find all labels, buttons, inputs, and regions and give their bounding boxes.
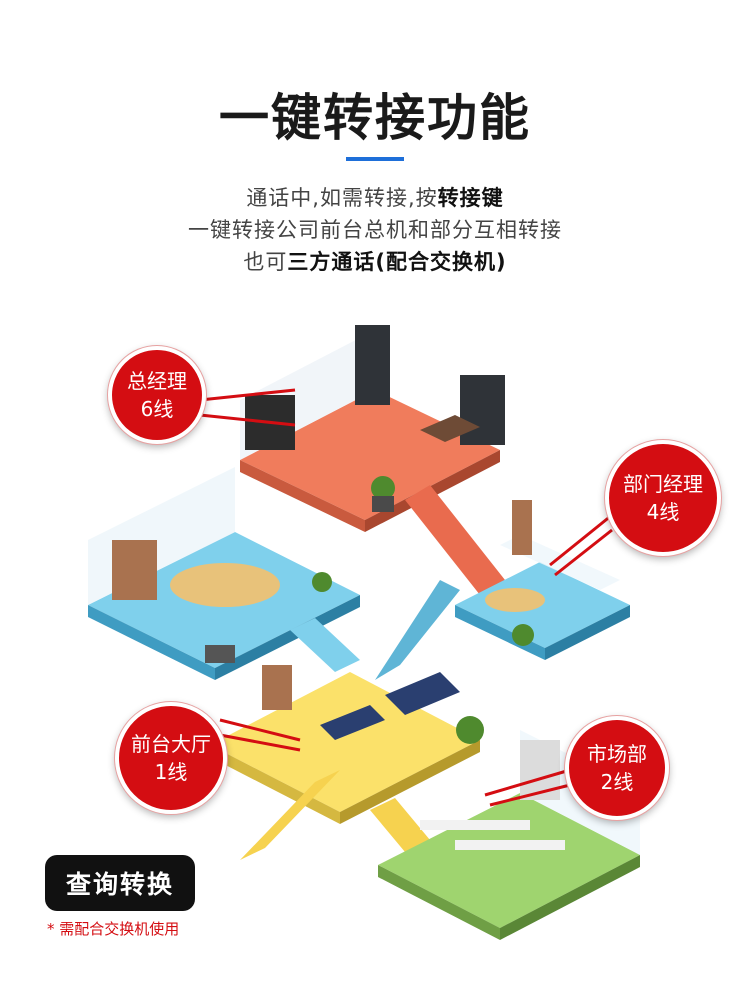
gm-office-floor xyxy=(240,325,505,532)
title-underline xyxy=(346,157,404,161)
department-floor xyxy=(455,500,630,660)
market-bubble: 市场部 2线 xyxy=(565,716,669,820)
reception-bubble-line: 1线 xyxy=(154,760,188,784)
gm-bubble-name: 总经理 xyxy=(127,369,187,393)
gm-bubble: 总经理 6线 xyxy=(108,346,206,444)
reception-bubble: 前台大厅 1线 xyxy=(115,702,227,814)
market-bubble-line: 2线 xyxy=(600,770,634,794)
escalator-bottom-left xyxy=(240,770,340,860)
description-line-1-text: 通话中,如需转接,按 xyxy=(246,186,438,210)
page-title: 一键转接功能 xyxy=(219,89,531,147)
switch-note: * 需配合交换机使用 xyxy=(47,920,180,938)
connector-lines xyxy=(199,388,613,807)
escalator-top xyxy=(405,485,505,595)
dept-bubble-line: 4线 xyxy=(646,500,680,524)
dept-bubble-name: 部门经理 xyxy=(623,472,703,496)
dept-bubble: 部门经理 4线 xyxy=(605,440,721,556)
description-line-1-bold: 转接键 xyxy=(437,186,504,210)
stairs-bottom xyxy=(370,798,430,852)
lobby-floor xyxy=(210,665,484,824)
meeting-room-floor xyxy=(88,467,360,680)
description-line-3-text: 也可 xyxy=(243,250,288,274)
escalator-middle xyxy=(375,580,460,680)
description-line-1: 通话中,如需转接,按转接键 xyxy=(0,182,750,212)
query-convert-button[interactable]: 查询转换 xyxy=(45,855,195,911)
stairs-left xyxy=(290,618,360,672)
description-line-2: 一键转接公司前台总机和部分互相转接 xyxy=(188,218,562,242)
reception-bubble-name: 前台大厅 xyxy=(131,732,211,756)
description-line-3: 也可三方通话(配合交换机) xyxy=(0,246,750,276)
gm-bubble-line: 6线 xyxy=(140,397,174,421)
description-line-3-bold: 三方通话(配合交换机) xyxy=(287,250,507,274)
market-bubble-name: 市场部 xyxy=(587,742,647,766)
